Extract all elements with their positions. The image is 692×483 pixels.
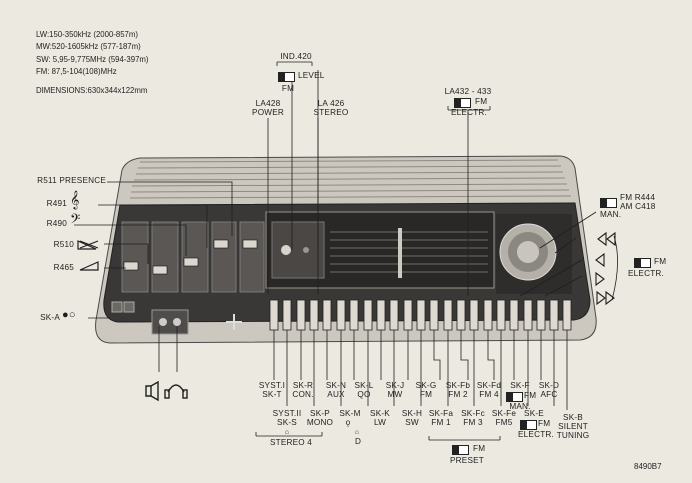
slider-block bbox=[121, 221, 265, 293]
fm-electr-right-switch-icon bbox=[634, 258, 651, 268]
label-fm-electr-fm: FM bbox=[475, 97, 488, 106]
preset-switch-icon bbox=[452, 445, 469, 455]
pushbutton-row bbox=[269, 299, 572, 331]
house-icon: ⌂ bbox=[284, 429, 290, 436]
label-fm-r444: FM R444 bbox=[620, 193, 656, 202]
label-preset: PRESET bbox=[450, 456, 484, 465]
label-skf-fm: FM bbox=[524, 391, 537, 400]
label-level-fm: FM bbox=[281, 84, 295, 93]
label-fm4: FM 4 bbox=[479, 390, 499, 399]
label-la428: LA428 bbox=[255, 99, 281, 108]
figure-code: 8490B7 bbox=[634, 462, 662, 471]
tuning-knob bbox=[496, 214, 572, 294]
circle-symbols-icon: ●○ bbox=[62, 309, 76, 321]
label-fm3: FM 3 bbox=[463, 418, 483, 427]
label-skl: SK-L bbox=[354, 381, 374, 390]
specifications: LW:150-350kHz (2000-857m) MW:520-1605kHz… bbox=[36, 29, 149, 97]
label-la432: LA432 - 433 bbox=[444, 87, 492, 96]
label-r490: R490 bbox=[46, 219, 67, 228]
fm-electr-bottom-switch-icon bbox=[520, 420, 537, 430]
label-mono: MONO bbox=[306, 418, 334, 427]
cabinet bbox=[95, 155, 597, 344]
label-skfd: SK-Fd bbox=[476, 381, 502, 390]
label-skt: SK-T bbox=[262, 390, 282, 399]
label-skp: SK-P bbox=[310, 409, 330, 418]
label-syst1: SYST.I bbox=[258, 381, 286, 390]
label-r510: R510 bbox=[53, 240, 74, 249]
fm-man-switch-icon bbox=[506, 392, 523, 402]
spec-mw: MW:520-1605kHz (577-187m) bbox=[36, 42, 141, 52]
level-switch-icon bbox=[278, 72, 295, 82]
label-skd: SK-D bbox=[538, 381, 560, 390]
label-fm-electr-fm: FM bbox=[654, 257, 667, 266]
label-skfe: SK-Fe bbox=[491, 409, 517, 418]
label-power: POWER bbox=[252, 108, 284, 117]
label-skf: SK-F bbox=[510, 381, 530, 390]
label-skf-man: MAN. bbox=[509, 402, 531, 411]
label-skm: SK-M bbox=[339, 409, 361, 418]
label-r491: R491 bbox=[46, 199, 67, 208]
label-ske: SK-E bbox=[524, 409, 544, 418]
man-switch-icon bbox=[600, 198, 617, 208]
label-man: MAN. bbox=[600, 210, 622, 219]
spec-dimensions: DIMENSIONS:630x344x122mm bbox=[36, 86, 148, 96]
label-ske-electr: ELECTR. bbox=[518, 430, 554, 439]
microphone-small-icon: D bbox=[354, 437, 362, 446]
label-fm5: FM5 bbox=[495, 418, 513, 427]
label-fm1: FM 1 bbox=[431, 418, 451, 427]
label-aux: AUX bbox=[327, 390, 345, 399]
leader-lines bbox=[74, 61, 618, 441]
label-lw: LW bbox=[373, 418, 387, 427]
label-level: LEVEL bbox=[298, 71, 325, 80]
microphone-headphone-icons bbox=[145, 380, 188, 402]
tuning-arrow-icons bbox=[595, 231, 616, 306]
treble-clef-icon: 𝄞 bbox=[70, 192, 80, 209]
tuning-display bbox=[265, 211, 495, 289]
label-stereo: STEREO bbox=[313, 108, 349, 117]
label-silent: SILENT bbox=[558, 422, 588, 431]
spec-lw: LW:150-350kHz (2000-857m) bbox=[36, 30, 138, 39]
label-ind420: IND.420 bbox=[280, 52, 312, 61]
label-r511-presence: R511 PRESENCE bbox=[37, 176, 106, 185]
label-skfb: SK-Fb bbox=[445, 381, 471, 390]
label-ske-fm: FM bbox=[538, 419, 551, 428]
tape-icon: QO bbox=[357, 390, 371, 399]
fm-electr-switch-icon bbox=[454, 98, 471, 108]
label-fm2: FM 2 bbox=[448, 390, 468, 399]
label-skfc: SK-Fc bbox=[461, 409, 485, 418]
record-icon: ǫ bbox=[345, 418, 351, 427]
spec-fm: FM: 87,5-104(108)MHz bbox=[36, 66, 117, 76]
label-la426: LA 426 bbox=[317, 99, 345, 108]
bass-clef-icon: 𝄢 bbox=[70, 213, 81, 230]
label-skfa: SK-Fa bbox=[428, 409, 454, 418]
label-skk: SK-K bbox=[370, 409, 390, 418]
label-sks: SK-S bbox=[277, 418, 297, 427]
spec-sw: SW: 5,95-9,775MHz (594-397m) bbox=[36, 54, 149, 64]
label-skr: SK-R bbox=[292, 381, 314, 390]
label-syst2: SYST.II bbox=[272, 409, 302, 418]
label-skj: SK-J bbox=[385, 381, 405, 390]
label-electr-top: ELECTR. bbox=[451, 108, 487, 117]
label-fm-electr: ELECTR. bbox=[628, 269, 664, 278]
label-mw: MW bbox=[387, 390, 403, 399]
label-afc: AFC bbox=[540, 390, 558, 399]
label-skg-fm: FM bbox=[419, 390, 433, 399]
label-tuning: TUNING bbox=[556, 431, 590, 440]
label-ska: SK-A bbox=[40, 313, 60, 322]
house-icon-2: ⌂ bbox=[354, 429, 360, 436]
label-sw: SW bbox=[405, 418, 419, 427]
label-skh: SK-H bbox=[401, 409, 423, 418]
label-skg: SK-G bbox=[415, 381, 437, 390]
label-skb: SK-B bbox=[563, 413, 583, 422]
label-am-c418: AM C418 bbox=[620, 202, 656, 211]
tone-icons bbox=[77, 240, 99, 271]
label-r465: R465 bbox=[53, 263, 74, 272]
label-con: CON. bbox=[292, 390, 314, 399]
label-skn: SK-N bbox=[325, 381, 347, 390]
label-stereo4: STEREO 4 bbox=[269, 438, 313, 447]
label-preset-fm: FM bbox=[473, 444, 486, 453]
